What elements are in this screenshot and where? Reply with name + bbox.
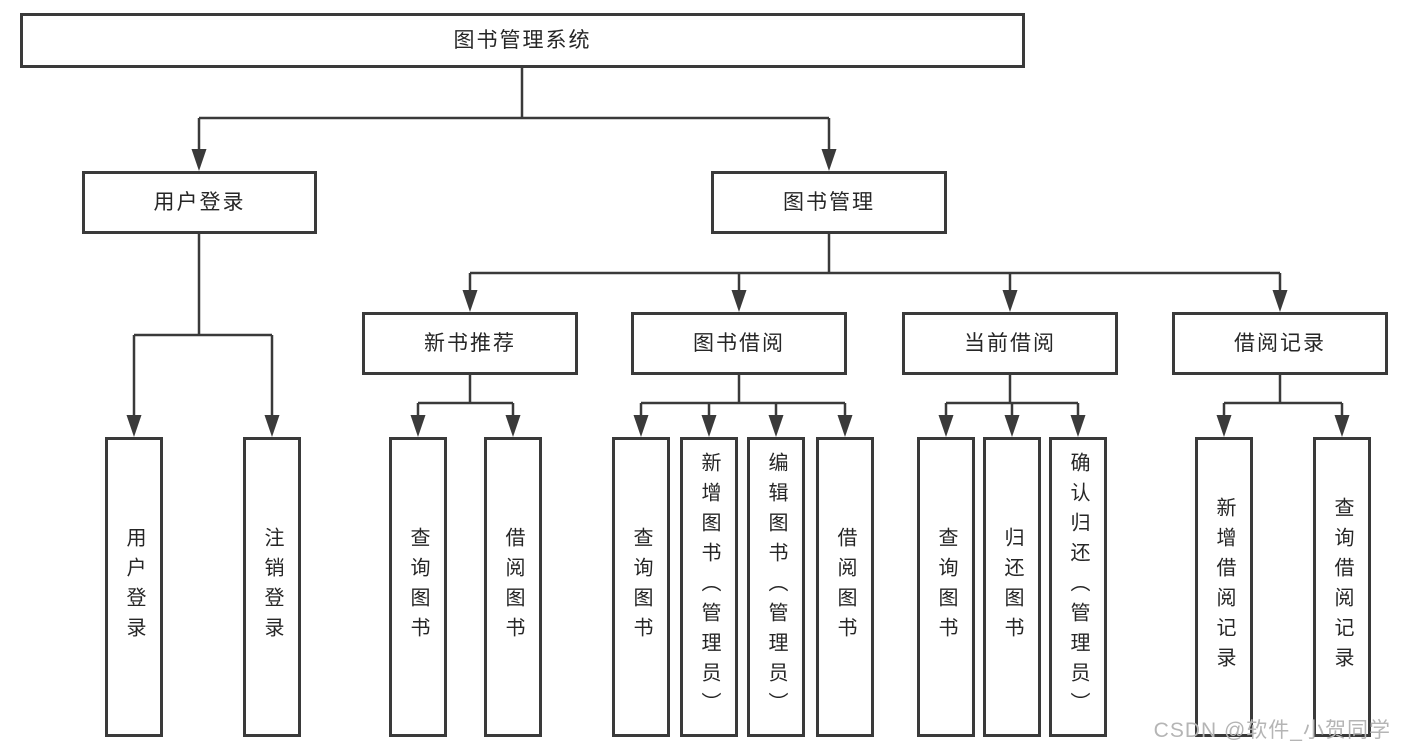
node-leaf-bb-borrow-books: 借阅图书 bbox=[816, 437, 874, 737]
node-leaf-nb-query-books: 查询图书 bbox=[389, 437, 447, 737]
node-leaf-br-query-record: 查询借阅记录 bbox=[1313, 437, 1371, 737]
arrow-down-icon bbox=[1002, 290, 1018, 312]
node-leaf-bb-query-books: 查询图书 bbox=[612, 437, 670, 737]
node-new-book-recommend: 新书推荐 bbox=[362, 312, 578, 375]
arrow-down-icon bbox=[410, 415, 426, 437]
node-leaf-logout: 注销登录 bbox=[243, 437, 301, 737]
node-leaf-bb-add-books: 新增图书（管理员） bbox=[680, 437, 738, 737]
arrow-down-icon bbox=[837, 415, 853, 437]
arrow-down-icon bbox=[938, 415, 954, 437]
node-leaf-cb-query-books: 查询图书 bbox=[917, 437, 975, 737]
arrow-down-icon bbox=[462, 290, 478, 312]
node-leaf-nb-borrow-books: 借阅图书 bbox=[484, 437, 542, 737]
arrow-down-icon bbox=[1070, 415, 1086, 437]
node-leaf-user-login: 用户登录 bbox=[105, 437, 163, 737]
arrow-down-icon bbox=[191, 149, 207, 171]
node-borrow-records: 借阅记录 bbox=[1172, 312, 1388, 375]
arrow-down-icon bbox=[768, 415, 784, 437]
node-leaf-bb-edit-books: 编辑图书（管理员） bbox=[747, 437, 805, 737]
node-leaf-br-add-record: 新增借阅记录 bbox=[1195, 437, 1253, 737]
arrow-down-icon bbox=[505, 415, 521, 437]
arrow-down-icon bbox=[821, 149, 837, 171]
node-current-borrow: 当前借阅 bbox=[902, 312, 1118, 375]
arrow-down-icon bbox=[1004, 415, 1020, 437]
node-book-management: 图书管理 bbox=[711, 171, 947, 234]
arrow-down-icon bbox=[1334, 415, 1350, 437]
watermark-text: CSDN @软件_小贺同学 bbox=[1153, 719, 1391, 742]
arrow-down-icon bbox=[701, 415, 717, 437]
arrow-down-icon bbox=[264, 415, 280, 437]
arrow-down-icon bbox=[126, 415, 142, 437]
node-book-borrow: 图书借阅 bbox=[631, 312, 847, 375]
arrow-down-icon bbox=[731, 290, 747, 312]
node-leaf-cb-return-books: 归还图书 bbox=[983, 437, 1041, 737]
node-leaf-cb-confirm-return: 确认归还（管理员） bbox=[1049, 437, 1107, 737]
node-user-login: 用户登录 bbox=[82, 171, 317, 234]
node-root: 图书管理系统 bbox=[20, 13, 1025, 68]
arrow-down-icon bbox=[633, 415, 649, 437]
arrow-down-icon bbox=[1216, 415, 1232, 437]
arrow-down-icon bbox=[1272, 290, 1288, 312]
